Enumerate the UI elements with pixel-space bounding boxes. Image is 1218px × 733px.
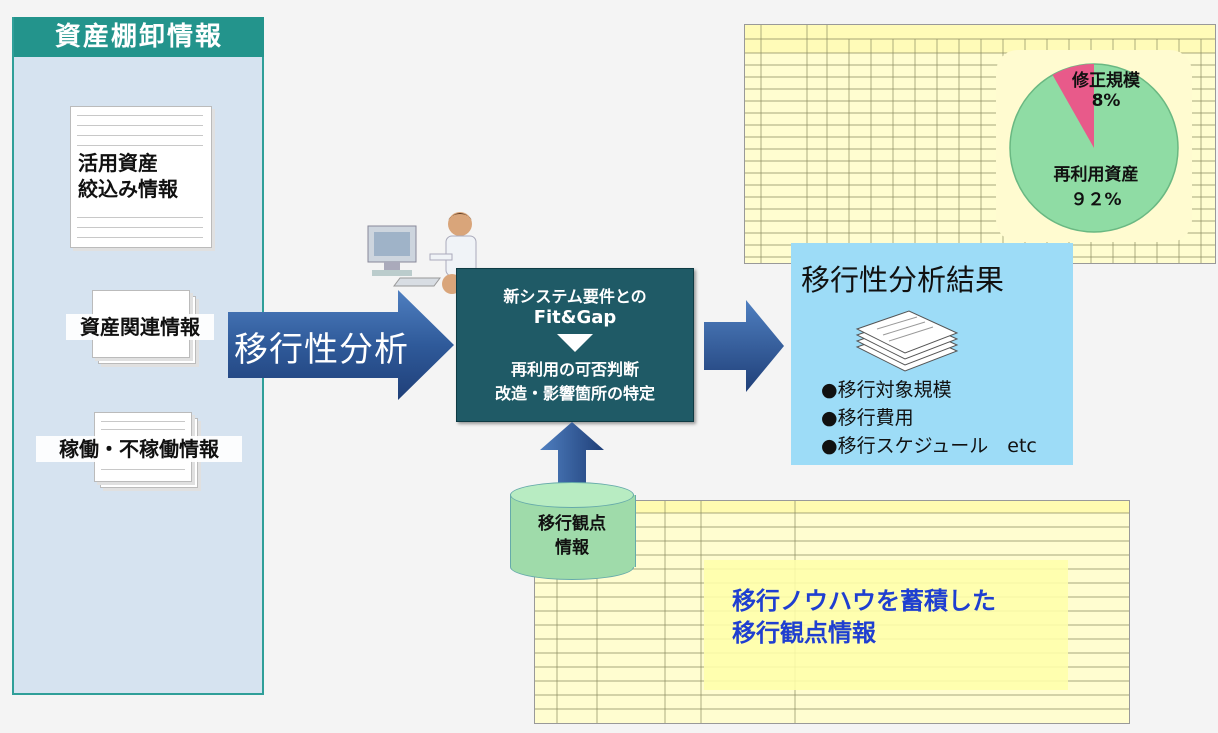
reuse-pie-chart [1009, 63, 1179, 233]
input-arrow [540, 422, 604, 488]
fit-gap-process-box: 新システム要件との Fit&Gap 再利用の可否判断 改造・影響箇所の特定 [456, 268, 694, 422]
inventory-item-label: 資産関連情報 [66, 314, 214, 340]
inventory-title: 資産棚卸情報 [14, 17, 264, 57]
analysis-arrow [228, 290, 454, 400]
process-line: 新システム要件との [503, 287, 647, 306]
result-arrow [704, 300, 784, 392]
inventory-item-label: 活用資産 絞込み情報 [78, 150, 202, 202]
documents-stack-icon [855, 310, 959, 372]
viewpoint-db-label: 移行観点 情報 [538, 514, 606, 558]
result-title: 移行性分析結果 [801, 263, 1005, 297]
process-line: Fit&Gap [533, 307, 617, 328]
inventory-item-label: 稼働・不稼働情報 [36, 436, 242, 462]
pie-label-reuse: 再利用資産 ９２% [1053, 165, 1139, 210]
database-icon [510, 482, 634, 508]
down-triangle-icon [557, 334, 593, 352]
pie-label-modification: 修正規模 8% [1072, 71, 1140, 111]
result-bullet: ●移行対象規模 [821, 379, 952, 401]
knowhow-text: 移行ノウハウを蓄積した 移行観点情報 [732, 587, 996, 647]
pie-slice-modification [1052, 64, 1094, 148]
knowhow-banner [704, 560, 1068, 690]
process-line: 改造・影響箇所の特定 [494, 384, 655, 403]
analysis-result-box: 移行性分析結果 ●移行対象規模 ●移行費用 ●移行スケジュール etc [791, 243, 1073, 465]
result-bullet: ●移行スケジュール etc [821, 435, 1037, 457]
result-bullet: ●移行費用 [821, 407, 914, 429]
process-line: 再利用の可否判断 [510, 360, 639, 379]
analysis-arrow-label: 移行性分析 [234, 330, 409, 370]
